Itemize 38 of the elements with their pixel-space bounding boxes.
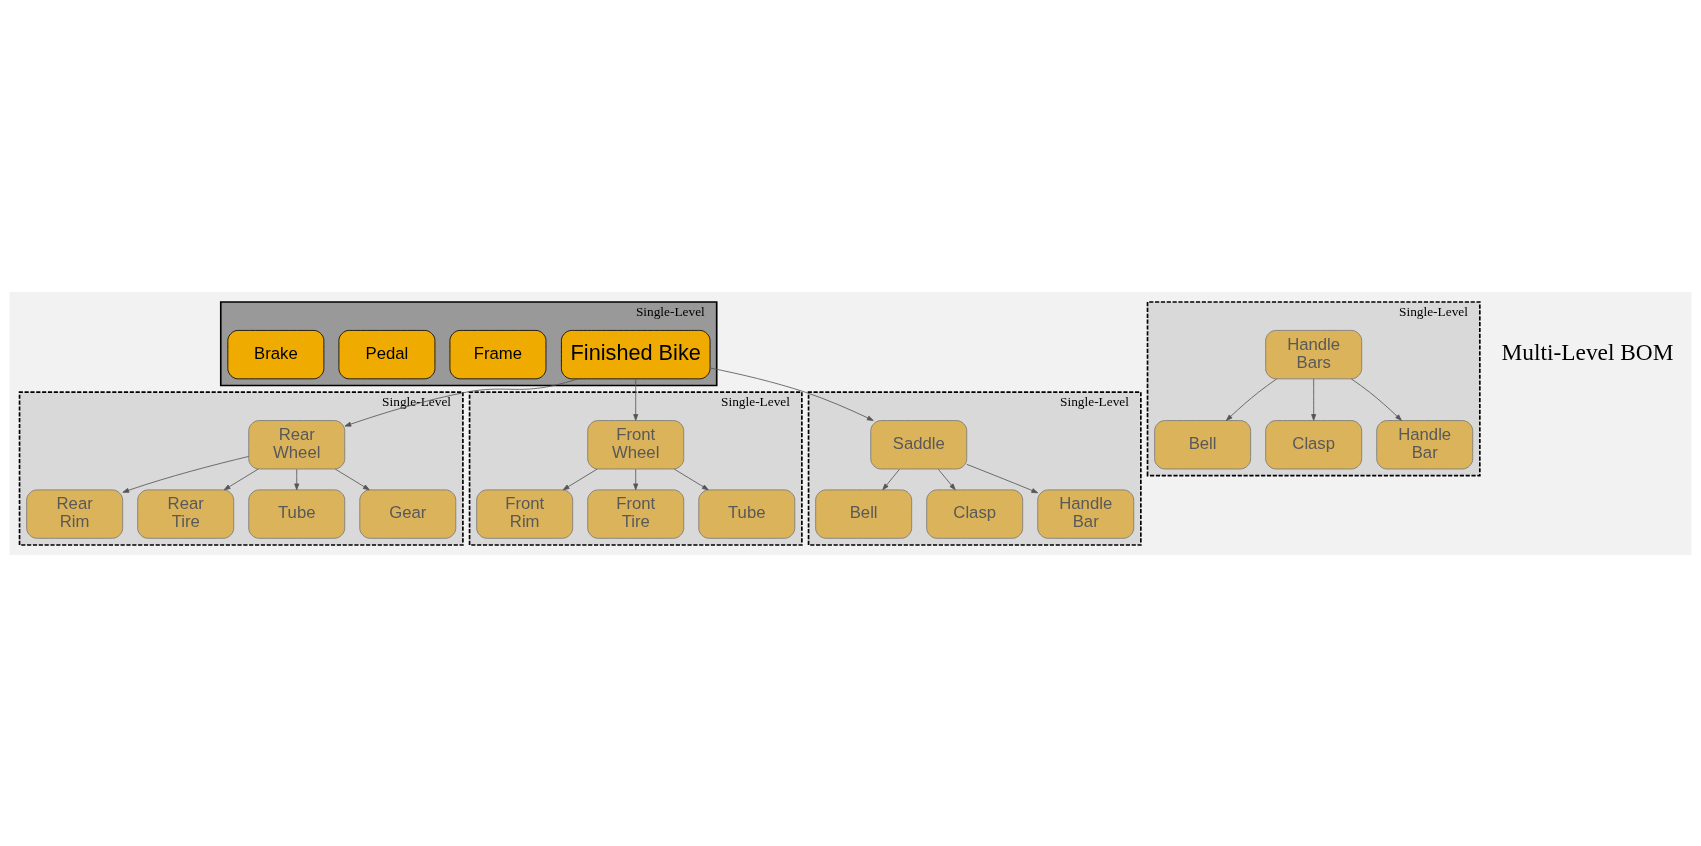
node-box: Front Tire <box>587 488 685 539</box>
arrow <box>223 468 259 490</box>
node-box: Frame <box>449 329 547 379</box>
node-box: Handle Bar <box>1376 419 1474 469</box>
node-box: Bell <box>1154 419 1252 469</box>
arrow <box>1311 378 1317 421</box>
label: Multi-Level BOM <box>1501 338 1674 365</box>
arrow <box>1350 377 1402 421</box>
node-box: Handle Bar <box>1037 488 1135 539</box>
arrow <box>1225 378 1278 421</box>
arrow <box>937 468 956 490</box>
node-box: Front Rim <box>476 488 574 539</box>
arrow <box>633 378 639 421</box>
node-box: Tube <box>248 488 346 539</box>
node-box: Handle Bars <box>1265 329 1363 379</box>
arrow <box>966 463 1039 493</box>
arrow <box>882 468 900 490</box>
node-box: Saddle <box>870 419 968 469</box>
node-box: Clasp <box>926 488 1024 539</box>
node-box: Clasp <box>1265 419 1363 469</box>
arrow <box>294 468 300 490</box>
arrow <box>562 468 598 490</box>
arrow <box>709 367 874 421</box>
node-box: Finished Bike <box>561 329 711 379</box>
node-box: Gear <box>359 488 457 539</box>
node-box: Rear Tire <box>137 488 235 539</box>
node-box: Bell <box>815 488 913 539</box>
arrow <box>334 468 370 490</box>
node-box: Tube <box>698 488 796 539</box>
node-box: Brake <box>227 329 325 379</box>
arrow <box>633 468 639 490</box>
node-box: Pedal <box>338 329 436 379</box>
arrow <box>673 468 709 490</box>
node-box: Rear Rim <box>26 488 124 539</box>
arrow <box>122 455 250 493</box>
node-box: Front Wheel <box>587 419 685 469</box>
node-box: Rear Wheel <box>248 419 346 469</box>
arrow <box>344 377 579 427</box>
